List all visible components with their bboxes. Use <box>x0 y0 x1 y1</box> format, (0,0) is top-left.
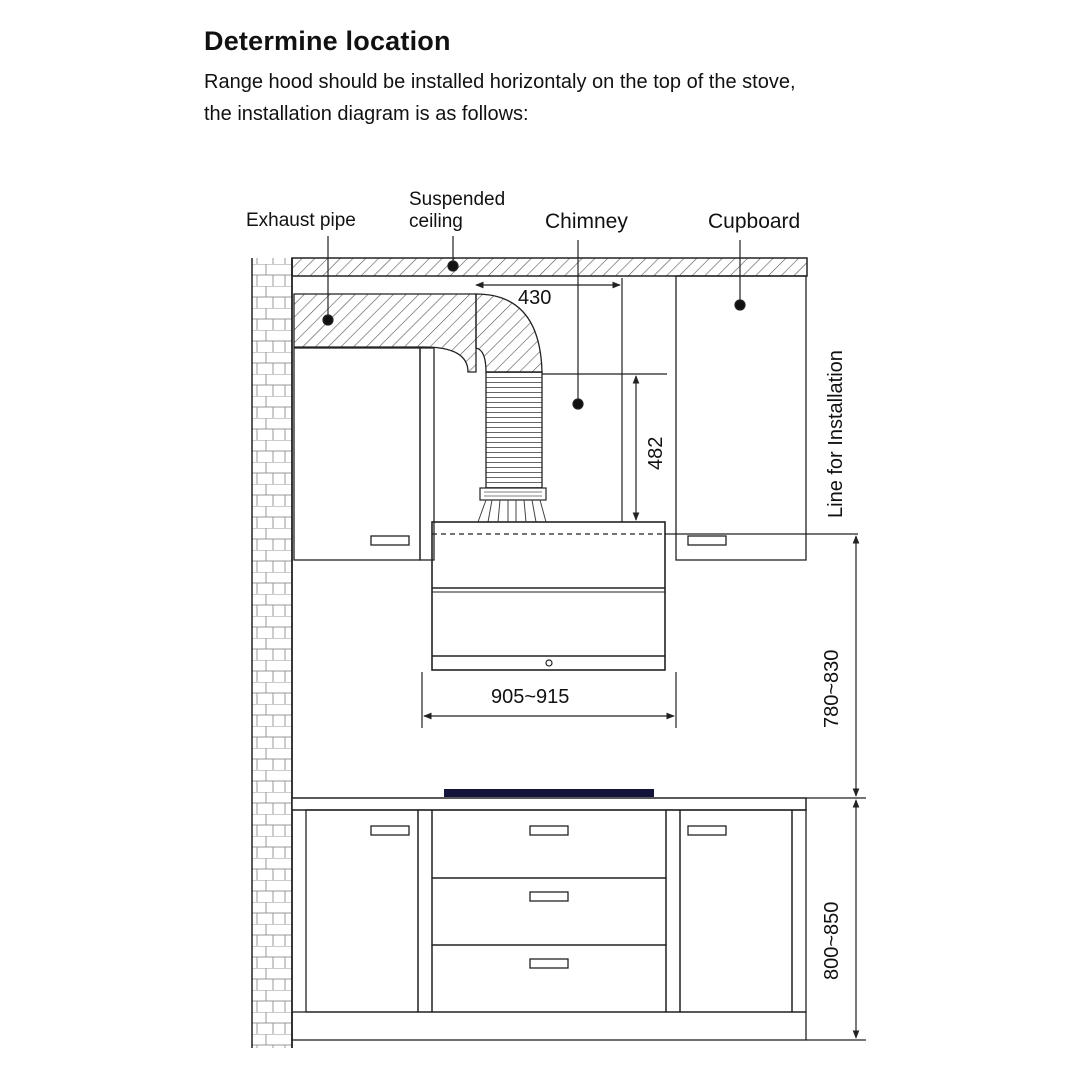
brick-wall <box>251 258 293 1048</box>
left-wall-cupboard <box>293 347 435 561</box>
dimension-905-915: 905~915 <box>491 686 569 708</box>
chimney-marker-icon <box>572 398 584 410</box>
ceiling-marker-icon <box>447 260 459 272</box>
flexible-duct <box>475 293 547 523</box>
range-hood <box>431 521 666 671</box>
base-cabinets <box>291 809 807 1041</box>
dimension-lines <box>421 278 866 1041</box>
line-for-installation-label: Line for Installation <box>825 350 847 518</box>
hood-indicator-icon <box>545 659 553 667</box>
dimension-780-830: 780~830 <box>821 650 843 728</box>
dimension-800-850: 800~850 <box>821 902 843 980</box>
cupboard-marker-icon <box>734 299 746 311</box>
exhaust-marker-icon <box>322 314 334 326</box>
chimney-label: Chimney <box>545 210 628 233</box>
label-leaders <box>322 236 746 410</box>
dimension-430: 430 <box>518 287 551 309</box>
suspended-ceiling <box>291 257 808 277</box>
suspended-ceiling-label-line2: ceiling <box>409 211 463 232</box>
exhaust-pipe-label: Exhaust pipe <box>246 210 356 231</box>
intro-line-2: the installation diagram is as follows: <box>204 103 529 125</box>
intro-text: Range hood should be installed horizonta… <box>204 66 796 130</box>
countertop <box>291 789 807 811</box>
right-wall-cupboard <box>675 275 807 561</box>
cupboard-label: Cupboard <box>708 210 800 233</box>
cooktop <box>444 789 654 797</box>
exhaust-pipe <box>293 293 477 373</box>
suspended-ceiling-label-line1: Suspended <box>409 189 505 210</box>
dimension-482: 482 <box>645 437 667 470</box>
intro-line-1: Range hood should be installed horizonta… <box>204 71 796 93</box>
page-title: Determine location <box>204 26 451 56</box>
